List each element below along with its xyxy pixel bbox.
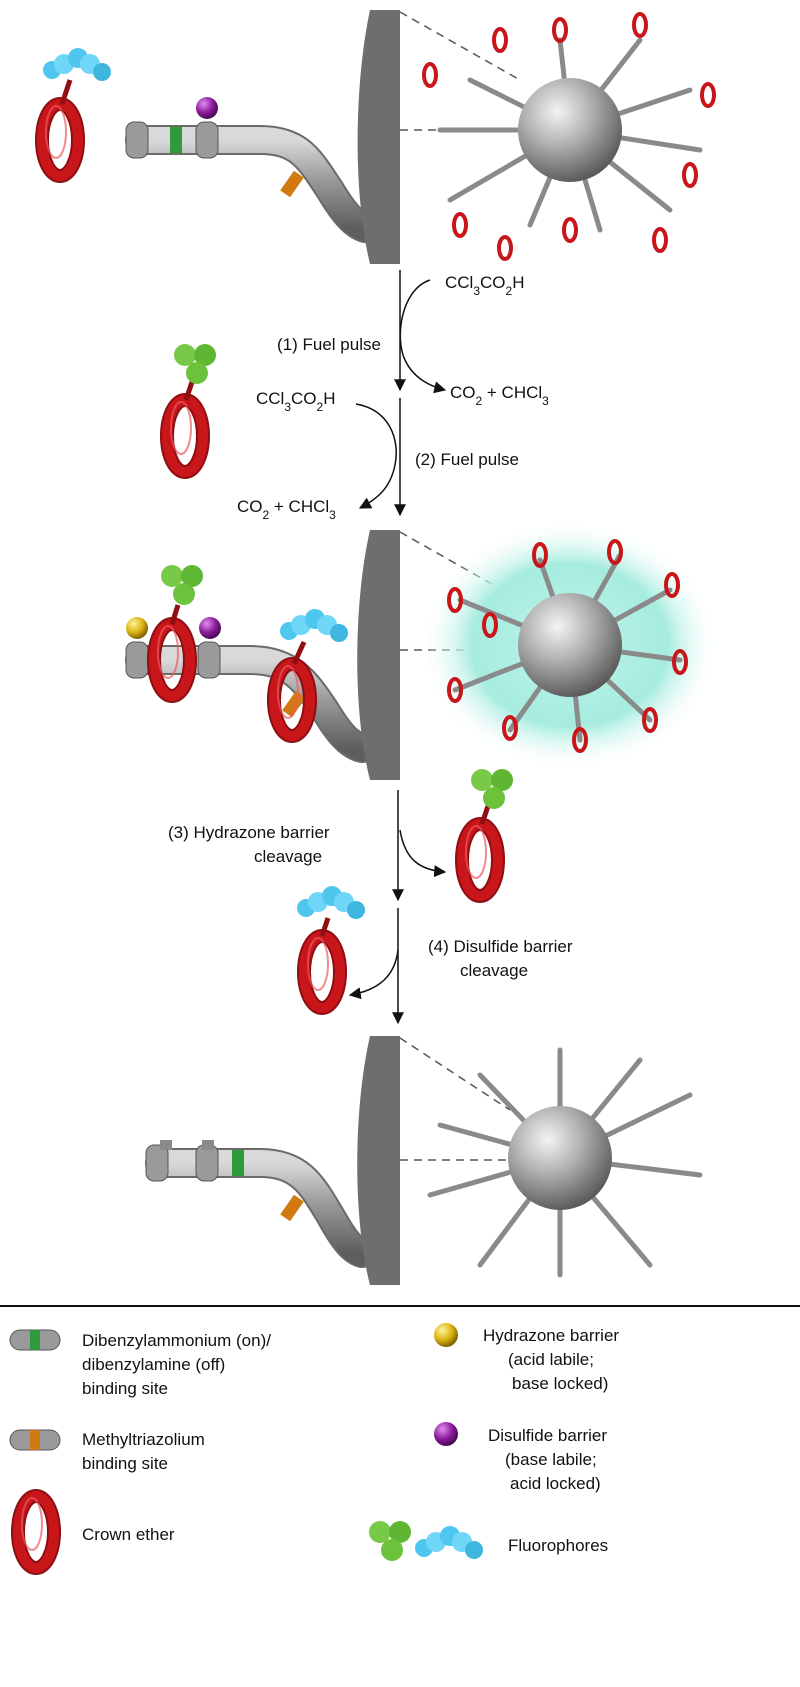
step-2-label: (2) Fuel pulse <box>415 450 519 469</box>
step-4-label-2: cleavage <box>460 961 528 980</box>
legend-green-fluorophore-icon <box>369 1521 411 1561</box>
surface-wall-3 <box>357 1036 400 1285</box>
step-3-label-2: cleavage <box>254 847 322 866</box>
nanoparticle-1 <box>422 12 716 261</box>
legend-disulfide-1: Disulfide barrier <box>488 1426 607 1445</box>
released-crown-cyan <box>297 886 365 1008</box>
products-1: CO2 + CHCl3 <box>450 383 549 408</box>
free-crown-cyan <box>42 48 111 176</box>
legend-methyltriazolium-icon <box>9 1429 61 1451</box>
fuel-1: CCl3CO2H <box>445 273 525 298</box>
legend-crown-ether-icon <box>18 1496 54 1568</box>
legend-disulfide-icon <box>434 1422 458 1446</box>
legend-methyl-1: Methyltriazolium <box>82 1430 205 1449</box>
step-3-label-1: (3) Hydrazone barrier <box>168 823 330 842</box>
legend-dibenzyl-3: binding site <box>82 1379 168 1398</box>
legend-disulfide-2: (base labile; <box>505 1450 597 1469</box>
reaction-arrows-1-2: CCl3CO2H (1) Fuel pulse CO2 + CHCl3 CCl3… <box>167 270 549 522</box>
legend-hydrazone-3: base locked) <box>512 1374 608 1393</box>
legend-crown-ether: Crown ether <box>82 1525 175 1544</box>
legend-disulfide-3: acid locked) <box>510 1474 601 1493</box>
fuel-2: CCl3CO2H <box>256 389 336 414</box>
reaction-arrows-3-4: (3) Hydrazone barrier cleavage (4) Disul… <box>168 769 573 1025</box>
legend-hydrazone-icon <box>434 1323 458 1347</box>
nanoparticle-3 <box>427 1047 703 1278</box>
released-crown-green <box>462 769 513 896</box>
legend-hydrazone-2: (acid labile; <box>508 1350 594 1369</box>
legend: Dibenzylammonium (on)/ dibenzylamine (of… <box>9 1323 619 1568</box>
legend-hydrazone-1: Hydrazone barrier <box>483 1326 619 1345</box>
legend-dibenzyl-2: dibenzylamine (off) <box>82 1355 225 1374</box>
surface-wall-2 <box>357 530 400 780</box>
step-4-label-1: (4) Disulfide barrier <box>428 937 573 956</box>
axle-stage-2 <box>125 565 377 763</box>
step-1-label: (1) Fuel pulse <box>277 335 381 354</box>
stage-2 <box>125 520 720 780</box>
legend-dibenzylammonium-icon <box>9 1329 61 1351</box>
legend-cyan-fluorophore-icon <box>415 1526 483 1559</box>
nanoparticle-2-glowing <box>420 520 720 770</box>
surface-wall-1 <box>357 10 400 264</box>
products-2: CO2 + CHCl3 <box>237 497 336 522</box>
free-crown-green <box>167 344 216 472</box>
legend-dibenzyl-1: Dibenzylammonium (on)/ <box>82 1331 271 1350</box>
stage-3 <box>145 1036 703 1285</box>
legend-methyl-2: binding site <box>82 1454 168 1473</box>
legend-fluorophores: Fluorophores <box>508 1536 608 1555</box>
axle-stage-3 <box>145 1140 377 1268</box>
axle-stage-1 <box>125 97 380 243</box>
stage-1 <box>42 10 716 264</box>
